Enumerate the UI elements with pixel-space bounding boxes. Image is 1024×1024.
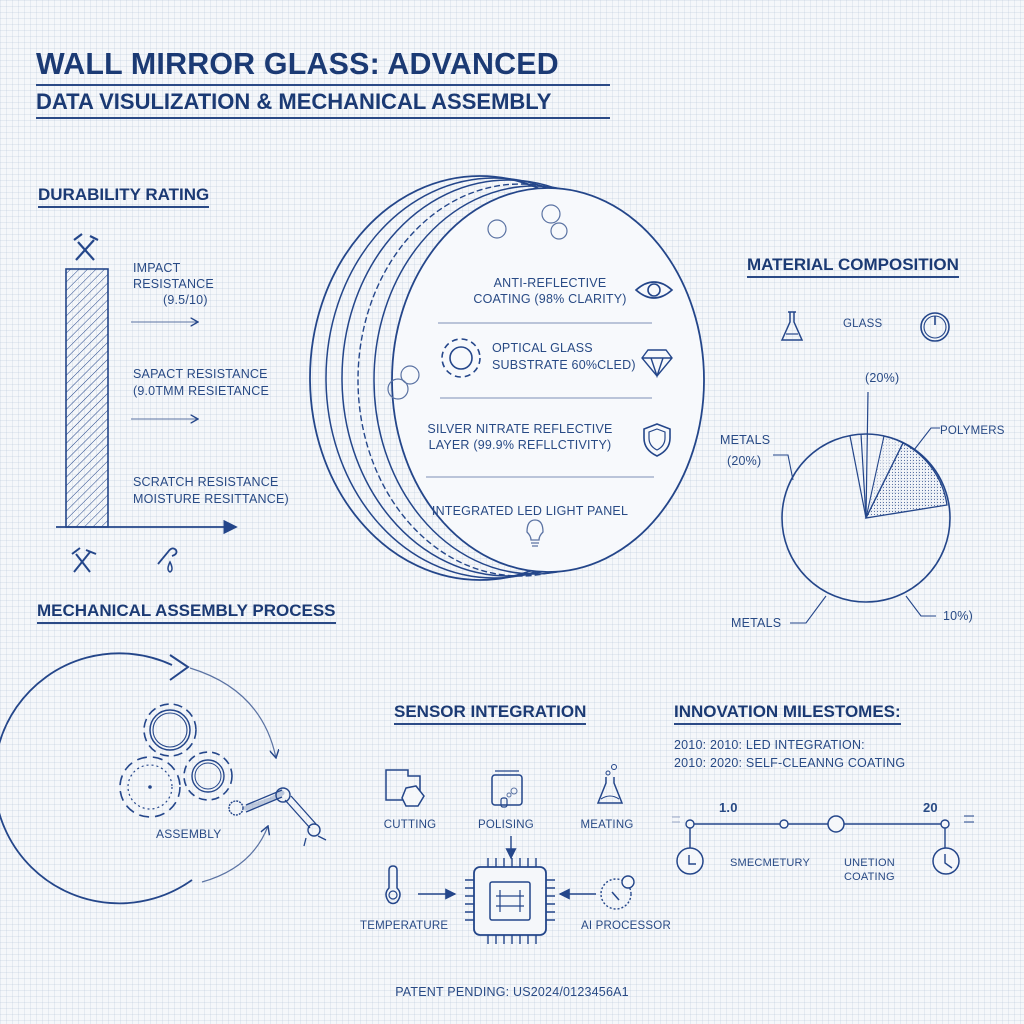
scratch-label-line2: MOISTURE RESITTANCE): [133, 492, 289, 506]
sensor-ai-processor-label: AI PROCESSOR: [581, 920, 671, 932]
sensor-meating-label: MEATING: [580, 819, 634, 831]
page-subtitle: DATA VISULIZATION & MECHANICAL ASSEMBLY: [36, 89, 552, 114]
pie-top-pct: (20%): [865, 371, 900, 385]
gear-icon: [441, 338, 481, 378]
sensor-temperature-label: TEMPERATURE: [360, 920, 449, 932]
timeline-start-label: 1.0: [719, 800, 738, 815]
scratch-label-line1: SCRATCH RESISTANCE: [133, 475, 279, 489]
water-drop-wrench-icon: [157, 547, 178, 573]
page-title: WALL MIRROR GLASS: ADVANCED: [36, 46, 559, 81]
impact-label-value: (9.5/10): [163, 293, 208, 307]
polishing-icon: [491, 770, 523, 808]
subtitle-rule: [36, 117, 610, 119]
resistance-label-line1: SAPACT RESISTANCE: [133, 367, 268, 381]
ai-processor-icon: [600, 875, 635, 910]
shield-icon: [643, 423, 671, 457]
impact-label-line1: IMPACT: [133, 261, 181, 275]
pie-metals-bottom-label: METALS: [731, 616, 782, 630]
pie-metals-pct: (20%): [727, 454, 762, 468]
timeline-mid2-line2: COATING: [844, 871, 895, 883]
layer-optical-glass-line2: SUBSTRATE 60%CLED): [492, 358, 636, 372]
lightbulb-icon: [526, 519, 544, 547]
glass-label: GLASS: [843, 318, 883, 330]
layer-optical-glass-line1: OPTICAL GLASS: [492, 341, 593, 355]
layer-anti-reflective-line1: ANTI-REFLECTIVE: [493, 276, 607, 290]
durability-heading: DURABILITY RATING: [38, 185, 210, 208]
assembly-center-label: ASSEMBLY: [156, 827, 222, 841]
patent-footer: PATENT PENDING: US2024/0123456A1: [395, 985, 629, 999]
milestone-timeline: [672, 815, 974, 848]
robot-arm-icon: [228, 787, 327, 847]
title-rule: [36, 84, 610, 86]
mirror-layers-diagram: [309, 175, 705, 581]
pie-bottom-pct: 10%): [943, 609, 973, 623]
power-icon: [920, 312, 950, 342]
hammer-wrench-icon: [73, 233, 99, 261]
flask-icon: [780, 311, 804, 341]
timeline-end-label: 20: [923, 800, 938, 815]
layer-led-panel: INTEGRATED LED LIGHT PANEL: [431, 504, 629, 518]
material-heading: MATERIAL COMPOSITION: [747, 255, 959, 278]
gear-icon: [119, 756, 181, 818]
sensor-heading: SENSOR INTEGRATION: [394, 702, 587, 725]
milestone-line-1: 2010: 2010: LED INTEGRATION:: [674, 738, 865, 752]
flask-icon: [596, 764, 624, 804]
assembly-heading: MECHANICAL ASSEMBLY PROCESS: [37, 601, 336, 624]
thermometer-icon: [385, 865, 401, 905]
timeline-mid2-line1: UNETION: [844, 857, 895, 869]
gear-icon: [143, 703, 197, 757]
sensor-polishing-label: POLISING: [478, 819, 534, 831]
milestones-heading: INNOVATION MILESTOMES:: [674, 702, 901, 725]
timeline-mid-label: SMECMETURY: [730, 857, 811, 869]
layer-anti-reflective-line2: COATING (98% CLARITY): [473, 292, 627, 306]
durability-bar: [56, 268, 238, 535]
sensor-cutting-label: CUTTING: [383, 819, 437, 831]
impact-label-line2: RESISTANCE: [133, 277, 214, 291]
pie-polymers-label: POLYMERS: [940, 425, 1005, 437]
clock-icon: [676, 847, 704, 875]
diamond-icon: [641, 349, 673, 379]
milestone-line-2: 2010: 2020: SELF-CLEANNG COATING: [674, 756, 906, 770]
clock-icon: [932, 847, 960, 875]
layer-silver-nitrate-line1: SILVER NITRATE REFLECTIVE: [427, 422, 613, 436]
hammer-wrench-icon: [71, 547, 97, 573]
resistance-label-line2: (9.0TMM RESIETANCE: [133, 384, 270, 398]
cycle-arrow-icon: [0, 652, 276, 905]
pie-metals-label: METALS: [720, 433, 771, 447]
layer-silver-nitrate-line2: LAYER (99.9% REFLLCTIVITY): [428, 438, 612, 452]
cutting-icon: [385, 769, 425, 807]
chip-icon: [465, 858, 555, 944]
gear-icon: [183, 751, 233, 801]
eye-icon: [634, 281, 674, 299]
material-pie-chart: [773, 391, 951, 624]
